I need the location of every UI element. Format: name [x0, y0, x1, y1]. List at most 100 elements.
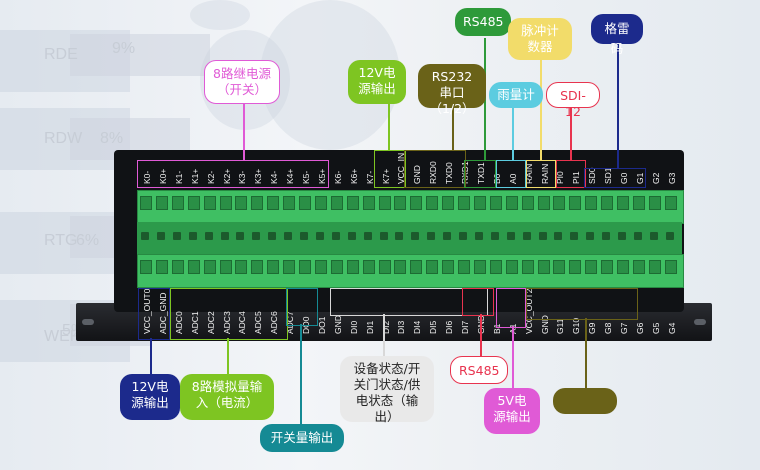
bottom-pin-label: G8 [603, 322, 614, 334]
top-pin-label: RAIN [523, 163, 534, 184]
terminal-screw [235, 196, 248, 210]
terminal-screw [346, 196, 359, 210]
terminal-screw [632, 196, 645, 210]
bottom-pin-label: G10 [571, 317, 582, 334]
blank-line [585, 318, 587, 388]
bottom-pin-label: G7 [619, 322, 629, 334]
terminal-screw [251, 196, 264, 210]
bottom-pin-label: GND [332, 315, 343, 334]
terminal-hole [141, 232, 149, 240]
adc-tag: 8路模拟量输入（电流） [180, 374, 274, 420]
top-pin-label: K5+ [316, 168, 327, 184]
top-pin-label: G3 [666, 172, 677, 184]
bg-label: WEF [44, 328, 80, 345]
terminal-screw [664, 260, 677, 274]
bg-percent: 8% [100, 130, 124, 147]
bg-label: RTG [44, 232, 78, 249]
terminal-hole [474, 232, 483, 240]
terminal-screw [378, 196, 391, 210]
terminal-hole [586, 232, 595, 240]
terminal-hole [284, 232, 293, 240]
terminal-screw [330, 260, 343, 274]
terminal-screw [267, 196, 280, 210]
terminal-screw [601, 196, 614, 210]
bg-percent: 9% [112, 40, 136, 57]
do-line [300, 324, 302, 424]
terminal-screw [378, 260, 391, 274]
terminal-hole [459, 232, 467, 240]
top-pin-label: K3- [237, 170, 248, 184]
bottom-pin-label: ADC4 [237, 311, 248, 334]
terminal-screw [299, 260, 311, 274]
terminal-hole [252, 232, 261, 240]
bottom-pin-label: DI4 [412, 320, 423, 334]
top-pin-label: K7- [364, 170, 375, 184]
top-pin-label: SD0 [587, 167, 598, 184]
terminal-screw [458, 196, 470, 210]
terminal-screw [521, 260, 534, 274]
top-pin-label: GND [412, 165, 423, 184]
terminal-screw [648, 260, 661, 274]
top-pin-label: G2 [650, 172, 661, 184]
terminal-hole [331, 232, 340, 240]
blank-tag [553, 388, 617, 414]
terminal-hole [443, 232, 452, 240]
top-pin-label: TXD1 [475, 162, 486, 184]
terminal-hole [300, 232, 308, 240]
bottom-pin-label: DI7 [460, 320, 470, 334]
bottom-pin-label: ADC5 [253, 311, 264, 334]
di-line [383, 314, 385, 356]
top-pin-label: K2+ [221, 168, 232, 184]
top-pin-label: B0 [491, 173, 502, 184]
terminal-hole [395, 232, 404, 240]
power12-out-tag: 12V电源输出 [120, 374, 180, 420]
top-pin-label: K3+ [253, 168, 264, 184]
terminal-hole [172, 232, 181, 240]
pulse-line [540, 60, 542, 160]
top-pin-label: RAIN [539, 163, 550, 184]
terminal-screw [235, 260, 248, 274]
terminal-hole [665, 232, 674, 240]
terminal-screw [489, 196, 502, 210]
bg-circle [190, 0, 250, 30]
bottom-pin-label: ADC2 [205, 311, 216, 334]
terminal-screw [283, 196, 296, 210]
top-pin-label: K5- [301, 170, 311, 184]
terminal-screw [155, 196, 168, 210]
power-in-line [388, 104, 390, 150]
bottom-pin-label: G5 [650, 322, 661, 334]
top-pin-label: SD1 [603, 167, 614, 184]
terminal-screw [267, 260, 280, 274]
top-pin-label: A0 [507, 173, 518, 184]
terminal-screw [394, 196, 407, 210]
terminal-screw [601, 260, 614, 274]
bg-percent: 6% [76, 232, 100, 249]
power-out-line [150, 338, 152, 374]
terminal-hole [538, 232, 547, 240]
bottom-pin-label: G4 [666, 322, 677, 334]
top-pin-label: PI0 [555, 171, 566, 184]
top-pin-label: VCC_IN [396, 152, 407, 184]
top-pin-label: G1 [634, 172, 645, 184]
rain-tag: 雨量计 [489, 82, 543, 108]
terminal-screw [648, 196, 661, 210]
terminal-screw [426, 260, 439, 274]
terminal-hole [522, 232, 531, 240]
bottom-pin-label: DO0 [301, 316, 311, 334]
bottom-pin-label: ADC3 [221, 311, 232, 334]
terminal-screw [585, 260, 598, 274]
terminal-hole [268, 232, 277, 240]
terminal-screw [521, 196, 534, 210]
bottom-pin-label: DI5 [428, 320, 439, 334]
terminal-screw [330, 196, 343, 210]
terminal-hole [156, 232, 165, 240]
terminal-hole [649, 232, 658, 240]
terminal-body [137, 222, 682, 254]
top-pin-label: K1- [173, 170, 184, 184]
power5-line [512, 326, 514, 388]
terminal-screw [442, 260, 455, 274]
top-pin-label: RXD0 [428, 161, 439, 184]
terminal-hole [618, 232, 626, 240]
terminal-screw [617, 260, 629, 274]
bottom-pin-label: ADC1 [189, 311, 200, 334]
